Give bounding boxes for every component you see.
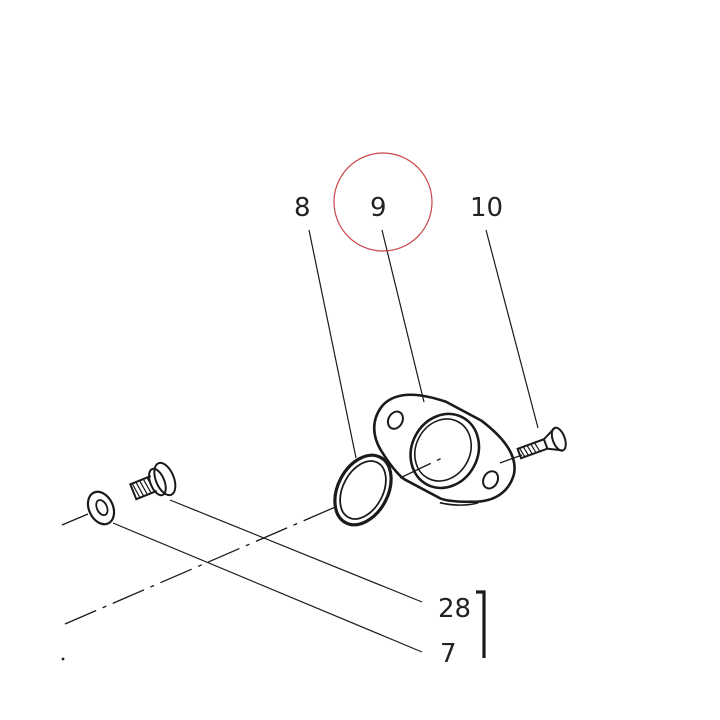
- callout-7: 7: [440, 639, 457, 669]
- callout-9: 9: [370, 193, 387, 223]
- washer-part-7: [86, 490, 116, 526]
- flange-bore-inner: [414, 418, 472, 482]
- callout-10: 10: [470, 193, 503, 223]
- assembly-axis-lower: [64, 504, 341, 625]
- flange-bore-outer: [409, 412, 481, 490]
- callout-28: 28: [438, 594, 471, 624]
- leader-lines: [112, 229, 539, 653]
- screw-head-cone: [542, 427, 564, 452]
- axis-end-dot: [61, 657, 65, 661]
- leader-28: [169, 499, 423, 603]
- leader-9: [381, 229, 425, 403]
- assembly-axis-left: [61, 513, 89, 526]
- flange-outline: [372, 393, 516, 504]
- assembly-axis-screw: [499, 454, 523, 464]
- leader-7: [112, 522, 423, 653]
- callout-8: 8: [294, 193, 311, 223]
- screw-shank: [516, 438, 548, 460]
- o-ring-part-8: [333, 453, 393, 527]
- bolt-thread: [131, 477, 156, 498]
- flange-part-9: [372, 393, 516, 506]
- leader-10: [485, 229, 539, 429]
- assembly-axis-upper: [399, 457, 443, 479]
- bolt-head-face: [153, 461, 177, 497]
- callout-bracket-28-7: [476, 590, 486, 658]
- flange-hole-right: [482, 470, 500, 490]
- leader-8: [308, 229, 357, 459]
- bolt-shank: [129, 475, 158, 501]
- washer-outer: [86, 490, 116, 526]
- washer-inner: [95, 499, 109, 517]
- o-ring-inner: [339, 460, 387, 520]
- highlight-circle-9: [333, 152, 433, 252]
- assembly-axis-lines: [61, 454, 523, 625]
- bolt-part-28: [129, 461, 177, 501]
- flange-thickness-edge: [439, 501, 479, 506]
- screw-part-10: [516, 426, 567, 460]
- o-ring-outer: [333, 453, 393, 527]
- flange-hole-left: [386, 410, 404, 430]
- screw-thread: [518, 442, 541, 458]
